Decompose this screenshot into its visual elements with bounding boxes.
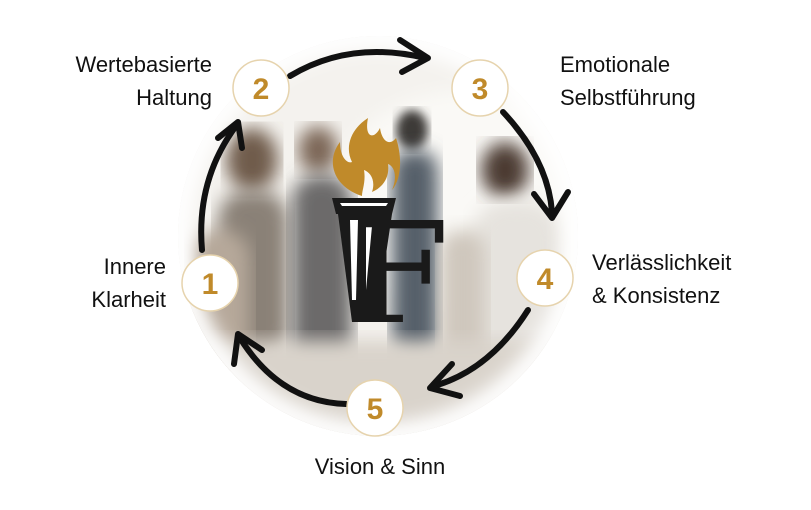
arrow-5-to-1-head: [231, 331, 265, 367]
arrow-3-to-4: [500, 109, 555, 215]
step-label-4-line-2: & Konsistenz: [592, 283, 721, 308]
step-number-4: 4: [537, 263, 554, 296]
step-label-3-line-1: Emotionale: [560, 52, 671, 77]
step-label-3: Emotionale Selbstführung: [560, 48, 780, 114]
step-badges: 1 2 3 4 5: [181, 59, 574, 437]
step-label-1-line-1: Innere: [103, 254, 166, 279]
arrow-2-to-3: [287, 49, 428, 79]
step-badge-2: 2: [232, 59, 290, 117]
arrow-1-to-2: [198, 123, 239, 253]
step-label-5: Vision & Sinn: [260, 450, 500, 483]
step-label-3-line-2: Selbstführung: [560, 85, 696, 110]
arrow-3-to-4-head: [531, 189, 571, 221]
step-badge-5: 5: [346, 379, 404, 437]
step-label-1-line-2: Klarheit: [91, 287, 166, 312]
step-badge-3: 3: [451, 59, 509, 117]
torch-logo: F: [332, 118, 449, 356]
step-badge-1: 1: [181, 254, 239, 312]
step-number-1: 1: [202, 268, 219, 301]
arrow-4-to-5-head: [427, 361, 463, 399]
arrow-2-to-3-head: [397, 37, 431, 75]
step-badge-4: 4: [516, 249, 574, 307]
logo-letter: F: [352, 193, 449, 356]
step-label-4-line-1: Verlässlichkeit: [592, 250, 732, 275]
step-number-3: 3: [472, 73, 489, 106]
step-label-2-line-1: Wertebasierte: [75, 52, 212, 77]
flame-icon: [332, 118, 401, 196]
step-label-2-line-2: Haltung: [136, 85, 212, 110]
cycle-arrows: [198, 37, 571, 407]
step-number-2: 2: [253, 73, 270, 106]
step-label-5-line-1: Vision & Sinn: [314, 454, 446, 479]
step-number-5: 5: [367, 393, 384, 426]
arrow-4-to-5: [431, 307, 531, 389]
step-label-1: Innere Klarheit: [40, 250, 166, 316]
step-label-2: Wertebasierte Haltung: [20, 48, 212, 114]
arrow-5-to-1: [237, 335, 349, 407]
arrow-1-to-2-head: [215, 119, 245, 151]
step-label-4: Verlässlichkeit & Konsistenz: [592, 246, 802, 312]
